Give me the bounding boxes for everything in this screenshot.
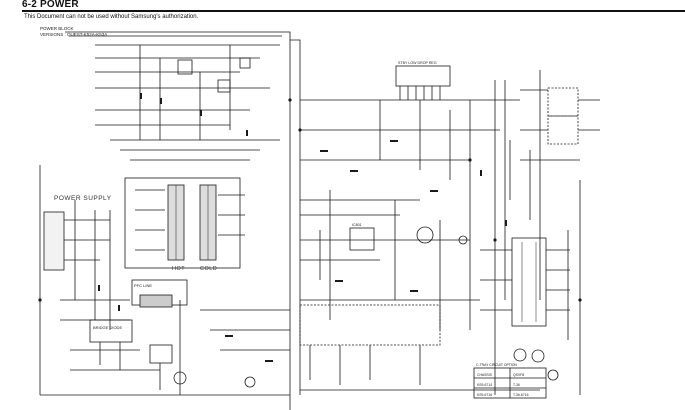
transistor-q2 <box>416 226 434 244</box>
fuse-circle <box>173 371 187 385</box>
output-transformer <box>511 237 547 327</box>
relay-box-1 <box>547 87 579 117</box>
relay-box-2 <box>547 115 579 145</box>
stby-label: STBY LOW DROP REG <box>398 61 437 65</box>
main-bus-line <box>65 31 291 410</box>
dashed-subcircuit <box>299 304 441 346</box>
copyright-notice: This Document can not be used without Sa… <box>24 14 199 20</box>
bridge-diode <box>89 319 133 343</box>
option-table-cell: T-36-6716 <box>513 393 529 397</box>
page-title: 6-2 POWER <box>22 0 79 10</box>
regulator-ic <box>349 227 375 251</box>
option-table-header-1: CHASSIS <box>477 373 493 377</box>
block-label: POWER BLOCK <box>40 26 74 31</box>
option-table-cell: KS9-6714 <box>477 383 492 387</box>
option-table-cell: T-36 <box>513 383 520 387</box>
option-table-cell: KS9-6716 <box>477 393 492 397</box>
title-rule <box>22 10 685 12</box>
ic-label: IC801 <box>352 223 362 227</box>
bridge-label: BRIDGE DIODE <box>93 325 122 330</box>
version-label: VERSIONS : QUEST-K52A-K53A <box>40 32 107 37</box>
cold-label: COLD <box>200 266 217 272</box>
option-table-header-2: QSVF8 <box>513 373 524 377</box>
input-connector <box>43 211 65 271</box>
pfc-label: PFC LINE <box>134 283 152 288</box>
power-supply-label: POWER SUPPLY <box>54 195 112 202</box>
transformer-block <box>124 177 241 269</box>
option-table-title: C-TRAY CIRCUIT OPTION <box>476 363 517 367</box>
transistor-q1 <box>177 59 193 75</box>
stby-regulator <box>395 65 451 87</box>
hot-label: HOT <box>172 266 185 272</box>
